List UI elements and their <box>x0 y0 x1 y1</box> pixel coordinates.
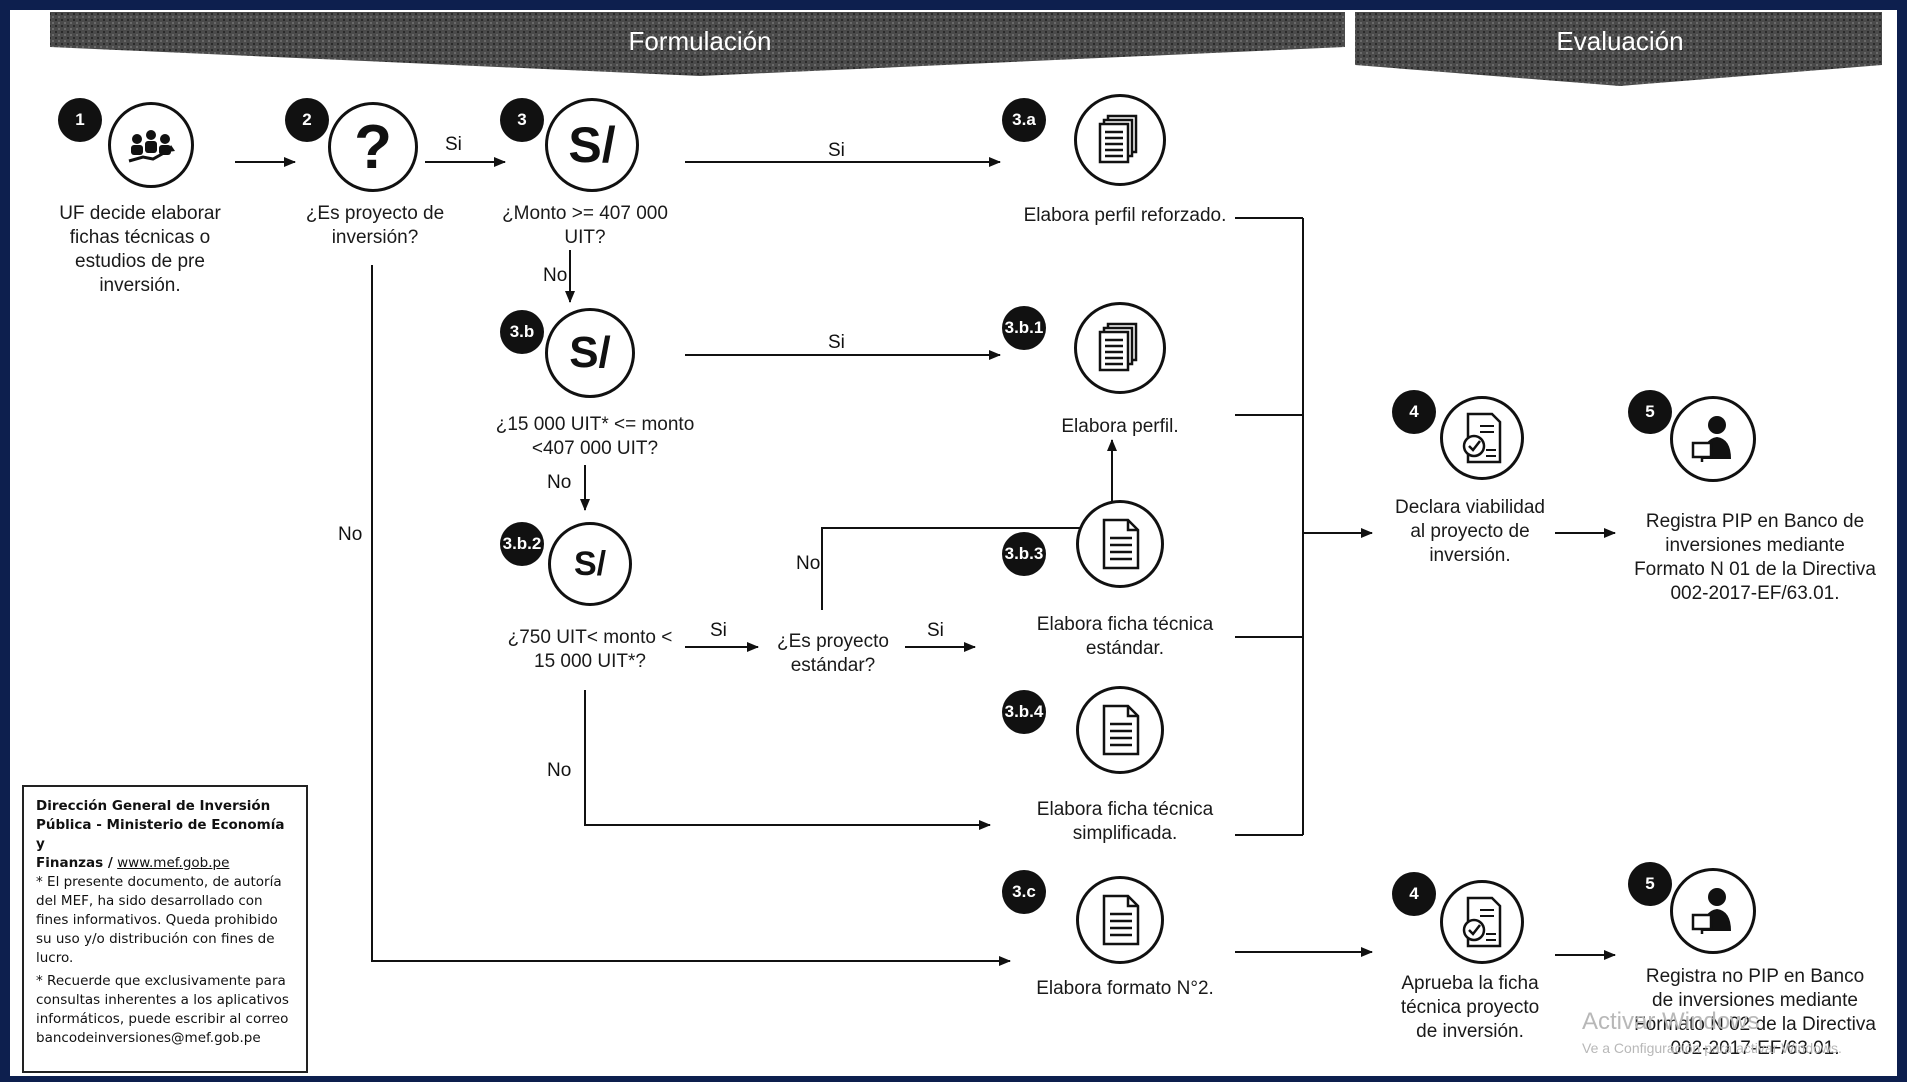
step-3c-badge: 3.c <box>1002 870 1046 914</box>
formulacion-header: Formulación <box>628 26 772 56</box>
money-symbol-circle: S/ <box>548 522 632 606</box>
edge-label-no: No <box>543 265 568 286</box>
activation-watermark-subtitle: Ve a Configuración para activar Windows. <box>1582 1040 1842 1056</box>
flowchart-canvas: Formulación Evaluación 1 UF decide elabo… <box>10 10 1897 1076</box>
step-3b2-text: ¿750 UIT< monto < 15 000 UIT*? <box>507 627 673 672</box>
document-icon <box>1076 500 1164 588</box>
note-org-line2: Pública - Ministerio de Economía y <box>36 817 285 852</box>
step-3a-text: Elabora perfil reforzado. <box>1023 205 1227 226</box>
edge-label-si: Si <box>828 140 845 161</box>
step-3b-text: ¿15 000 UIT* <= monto <407 000 UIT? <box>495 414 695 459</box>
activation-watermark-title: Activar Windows <box>1582 1008 1760 1035</box>
formulacion-banner <box>50 12 1345 76</box>
step-3b3-badge: 3.b.3 <box>1002 532 1046 576</box>
document-icon <box>1076 876 1164 964</box>
edge-label-si: Si <box>445 134 462 155</box>
edge-label-no: No <box>796 553 821 574</box>
step-3b1-text: Elabora perfil. <box>1061 416 1179 437</box>
step-2-badge: 2 <box>285 98 329 142</box>
step-5-bottom-text: Registra no PIP en Banco de inversiones … <box>1634 966 1876 1059</box>
soles-symbol: S/ <box>568 117 616 173</box>
edge-label-no: No <box>547 760 572 781</box>
edge-label-no: No <box>338 524 363 545</box>
step-3b1-badge: 3.b.1 <box>1002 306 1046 350</box>
document-stack-icon <box>1074 94 1166 186</box>
evaluacion-banner <box>1355 12 1882 86</box>
soles-symbol: S/ <box>573 544 607 583</box>
edge-label-si: Si <box>828 332 845 353</box>
edge-label-no: No <box>547 472 572 493</box>
step-5-bottom-badge: 5 <box>1628 862 1672 906</box>
step-3-text: ¿Monto >= 407 000 UIT? <box>502 203 668 248</box>
soles-symbol: S/ <box>569 328 611 377</box>
info-note-box: Dirección General de Inversión Pública -… <box>22 785 308 1073</box>
step-3b4-badge: 3.b.4 <box>1002 690 1046 734</box>
note-website-link[interactable]: www.mef.gob.pe <box>117 855 230 871</box>
step-5-top-badge: 5 <box>1628 390 1672 434</box>
money-symbol-circle: S/ <box>545 98 639 192</box>
step-3a-badge: 3.a <box>1002 98 1046 142</box>
note-org-line1: Dirección General de Inversión <box>36 798 271 814</box>
step-4-bottom-badge: 4 <box>1392 872 1436 916</box>
user-computer-icon <box>1670 396 1756 482</box>
question-icon: ? <box>328 102 418 192</box>
document-icon <box>1076 686 1164 774</box>
evaluacion-header: Evaluación <box>1556 26 1684 56</box>
edge-label-si: Si <box>927 620 944 641</box>
step-3c-text: Elabora formato N°2. <box>1036 978 1214 999</box>
money-symbol-circle: S/ <box>545 308 635 398</box>
document-stack-icon <box>1074 302 1166 394</box>
step-1-text: UF decide elaborar fichas técnicas o est… <box>59 203 221 296</box>
step-1-badge: 1 <box>58 98 102 142</box>
step-4-top-text: Declara viabilidad al proyecto de invers… <box>1395 497 1545 566</box>
checklist-icon <box>1440 880 1524 964</box>
group-growth-icon <box>108 102 194 188</box>
step-4-bottom-text: Aprueba la ficha técnica proyecto de inv… <box>1400 973 1540 1042</box>
estandar-question-text: ¿Es proyecto estándar? <box>777 631 889 676</box>
edge-label-si: Si <box>710 620 727 641</box>
step-3b-badge: 3.b <box>500 310 544 354</box>
step-3b2-badge: 3.b.2 <box>500 522 544 566</box>
checklist-icon <box>1440 396 1524 480</box>
step-2-text: ¿Es proyecto de inversión? <box>305 203 445 248</box>
step-5-top-text: Registra PIP en Banco de inversiones med… <box>1634 511 1876 604</box>
step-3-badge: 3 <box>500 98 544 142</box>
step-3b4-text: Elabora ficha técnica simplificada. <box>1036 799 1214 844</box>
user-computer-icon <box>1670 868 1756 954</box>
note-org-line3: Finanzas / <box>36 855 113 871</box>
step-4-top-badge: 4 <box>1392 390 1436 434</box>
flow-connectors <box>50 12 1882 966</box>
note-contact: * Recuerde que exclusivamente para consu… <box>36 973 289 1046</box>
note-disclaimer: * El presente documento, de autoría del … <box>36 874 282 966</box>
step-3b3-text: Elabora ficha técnica estándar. <box>1036 614 1214 659</box>
